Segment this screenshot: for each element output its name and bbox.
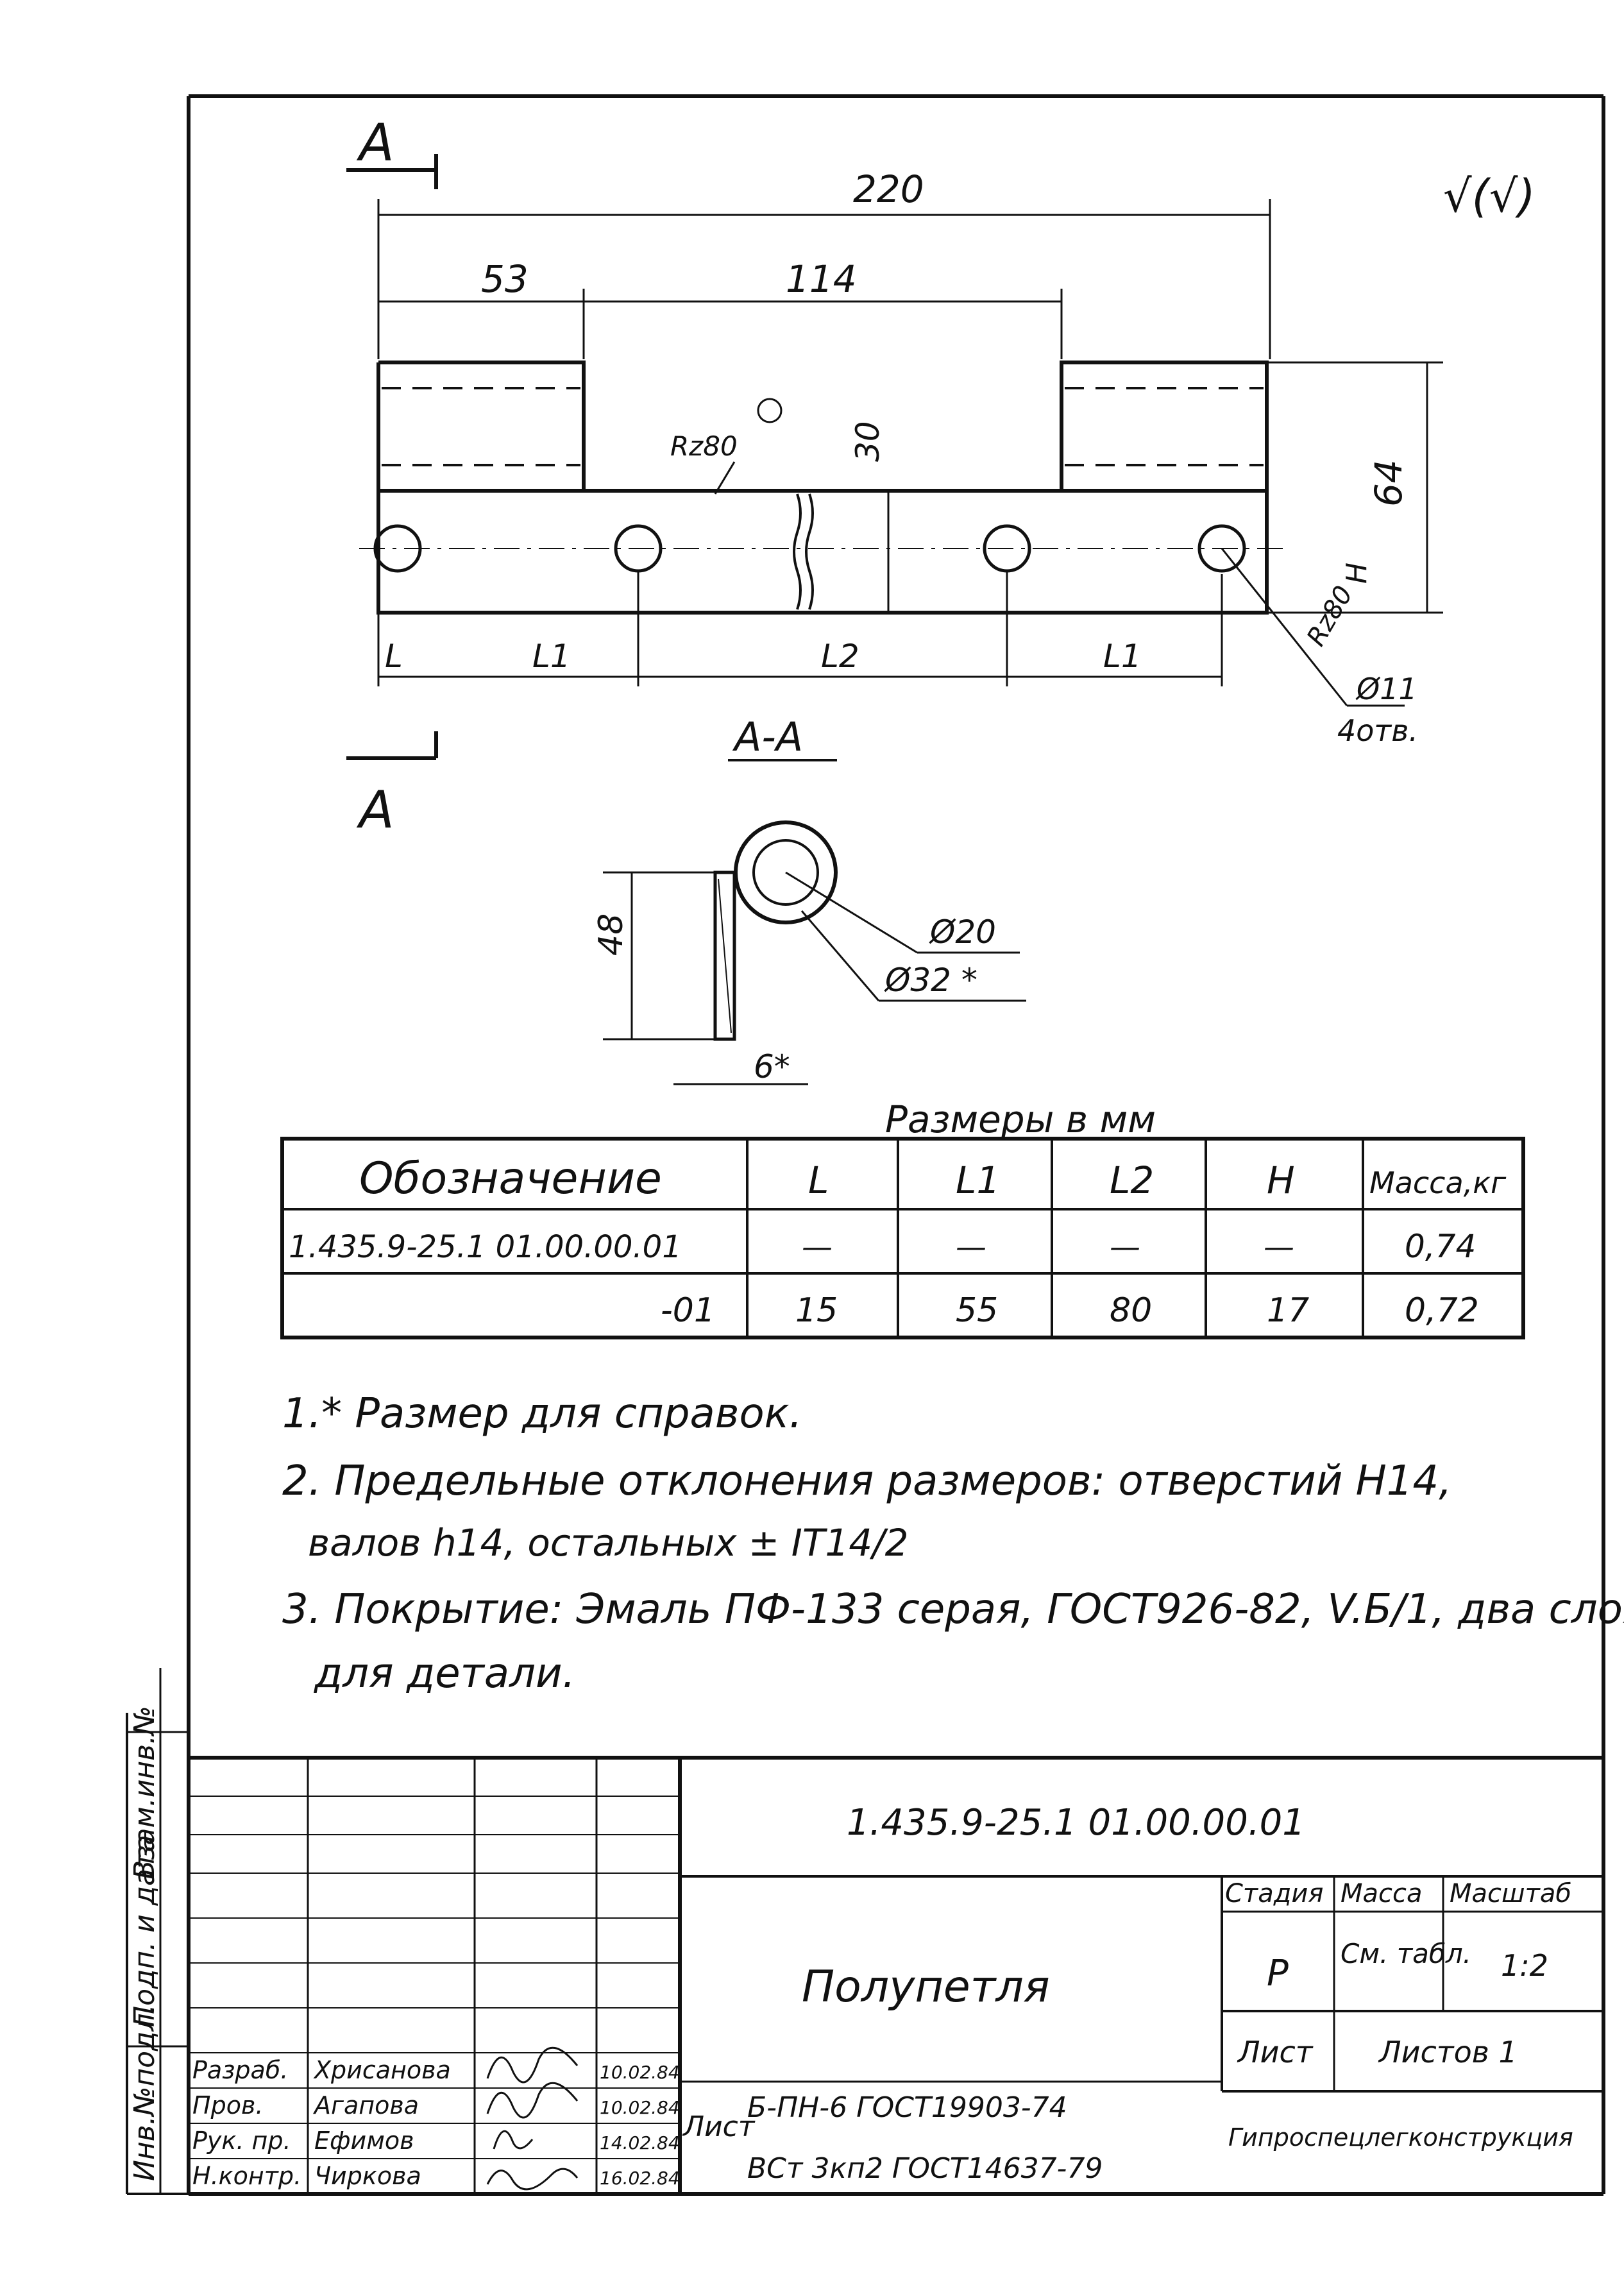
sign-date: 14.02.84 [600, 2132, 680, 2153]
dim-L2: L2 [821, 638, 859, 675]
td-mass: 0,72 [1405, 1291, 1479, 1330]
mass-value: См. табл. [1341, 1938, 1471, 1969]
th-H: H [1267, 1159, 1295, 1202]
person-name: Агапова [312, 2091, 419, 2119]
th-designation: Обозначение [359, 1153, 662, 1204]
role: Пров. [192, 2091, 263, 2119]
signature-4 [486, 2168, 579, 2191]
sheet-header: Лист [1237, 2035, 1314, 2069]
stamp-inv-no: Инв.№подл. [128, 2004, 161, 2181]
dim-L1-right: L1 [1103, 638, 1142, 675]
material-line-1: Б-ПН-6 ГОСТ19903-74 [747, 2091, 1067, 2124]
organization: Гипроспецлегконструкция [1228, 2123, 1573, 2152]
roughness-general: √(√) [1443, 170, 1535, 223]
td-L2: 80 [1110, 1291, 1152, 1330]
scale-header: Масштаб [1450, 1879, 1571, 1908]
roughness-rz80-2: Rz80 [1301, 581, 1359, 651]
note-3-cont: для детали. [314, 1650, 575, 1697]
th-L: L [808, 1159, 829, 1202]
mass-header: Масса [1341, 1879, 1423, 1908]
part-name: Полупетля [802, 1962, 1050, 2012]
dim-overall: 220 [853, 167, 924, 211]
signature-2 [486, 2082, 579, 2119]
dim-thickness: 6* [754, 1048, 790, 1085]
signature-1 [486, 2046, 579, 2084]
td-L1: — [956, 1229, 986, 1265]
technical-notes: 1.* Размер для справок. 2. Предельные от… [282, 1390, 1624, 1697]
td-L: — [802, 1229, 833, 1265]
th-mass: Масса,кг [1369, 1166, 1507, 1200]
note-2: 2. Предельные отклонения размеров: отвер… [282, 1457, 1452, 1505]
sheet-frame [126, 94, 1605, 2196]
stamp-repl-inv: Взам.инв.№ [128, 1706, 161, 1880]
dim-hole-dia: Ø11 [1355, 672, 1417, 706]
section-letter-bottom: A [356, 780, 394, 840]
person-name: Ефимов [314, 2127, 414, 2155]
td-mass: 0,74 [1405, 1228, 1476, 1265]
doc-code: 1.435.9-25.1 01.00.00.01 [847, 1802, 1305, 1844]
role: Рук. пр. [192, 2127, 291, 2155]
note-2-cont: валов h14, остальных ± IT14/2 [308, 1521, 909, 1565]
role: Разраб. [192, 2056, 288, 2084]
material-prefix: Лист [682, 2110, 756, 2143]
side-stamps: Инв.№подл. Подп. и дата Взам.инв.№ [128, 1706, 161, 2181]
units-note: Размеры в мм [885, 1098, 1156, 1141]
stamp-sign-date: Подп. и дата [128, 1835, 161, 2027]
dim-left: 53 [481, 257, 529, 301]
dim-hole-count: 4отв. [1337, 713, 1418, 748]
title-block: 1.435.9-25.1 01.00.00.01 Полупетля Стади… [189, 1756, 1603, 2194]
td-designation: 1.435.9-25.1 01.00.00.01 [289, 1229, 682, 1265]
section-mark-bottom: A [346, 731, 438, 840]
stage-header: Стадия [1225, 1879, 1323, 1908]
person-name: Хрисанова [313, 2056, 451, 2084]
th-L1: L1 [956, 1159, 1000, 1202]
section-letter-top: A [356, 113, 394, 173]
dim-hole-offset: H [1341, 563, 1373, 584]
sheets-header: Листов 1 [1378, 2035, 1518, 2069]
note-3: 3. Покрытие: Эмаль ПФ-133 серая, ГОСТ926… [282, 1586, 1624, 1633]
td-L2: — [1110, 1229, 1140, 1265]
part-front-view: 220 53 114 64 30 H Rz80 Rz80 [359, 167, 1443, 748]
section-view: A-A 48 Ø20 Ø32 * 6* [592, 713, 1026, 1085]
material-line-2: ВСт 3кп2 ГОСТ14637-79 [747, 2152, 1103, 2185]
td-L: 15 [795, 1291, 838, 1330]
person-name: Чиркова [314, 2162, 421, 2190]
variants-table: Обозначение L L1 L2 H Масса,кг 1.435.9-2… [280, 1137, 1525, 1339]
section-mark-top: A [346, 113, 438, 189]
scale-value: 1:2 [1501, 1948, 1548, 1983]
sign-date: 10.02.84 [600, 2062, 680, 2083]
td-L1: 55 [956, 1291, 998, 1330]
sign-date: 10.02.84 [600, 2097, 680, 2118]
dim-L1-left: L1 [532, 638, 571, 675]
note-1: 1.* Размер для справок. [282, 1390, 802, 1438]
td-H: 17 [1267, 1291, 1309, 1330]
stage-value: Р [1267, 1953, 1289, 1994]
dim-L: L [385, 638, 403, 675]
dim-middle: 114 [786, 257, 857, 301]
dim-d20: Ø20 [929, 913, 996, 951]
section-title: A-A [732, 713, 803, 760]
dim-section-height: 48 [592, 913, 630, 956]
td-designation: -01 [661, 1291, 715, 1330]
dim-slot: 30 [849, 421, 886, 462]
dim-height: 64 [1367, 459, 1410, 507]
roughness-rz80-1: Rz80 [670, 430, 738, 462]
role: Н.контр. [192, 2162, 301, 2190]
td-H: — [1264, 1229, 1294, 1265]
signature-3 [493, 2130, 534, 2150]
sign-date: 16.02.84 [600, 2168, 680, 2189]
dim-d32: Ø32 * [884, 962, 977, 999]
th-L2: L2 [1110, 1159, 1154, 1202]
